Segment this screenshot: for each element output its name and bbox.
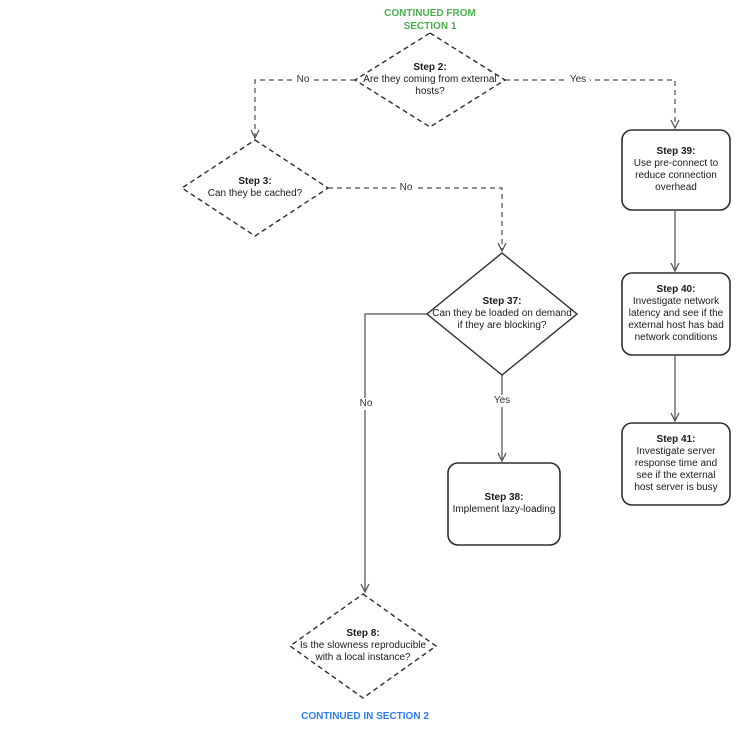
process-shape-step40 xyxy=(621,272,731,356)
arrowhead-step3 xyxy=(250,129,260,140)
edge-label-step37-yes: Yes xyxy=(489,395,515,407)
edge-label-step37-no: No xyxy=(355,398,377,410)
arrowhead-step37 xyxy=(497,242,507,253)
edge-step3-no-line xyxy=(328,187,503,249)
arrowhead-step41 xyxy=(670,412,680,423)
decision-shape-step37 xyxy=(425,252,579,376)
edge-label-step2-no: No xyxy=(292,74,314,86)
edge-step37-no-line xyxy=(364,313,427,590)
process-shape-step41 xyxy=(621,422,731,506)
arrowhead-step40 xyxy=(670,262,680,273)
edge-step2-yes-line xyxy=(505,79,676,126)
process-shape-step38 xyxy=(447,462,561,546)
continued-in-label: CONTINUED IN SECTION 2 xyxy=(301,711,429,722)
decision-shape-step2 xyxy=(353,32,507,128)
process-shape-step39 xyxy=(621,129,731,211)
arrowhead-step8 xyxy=(360,583,370,594)
continued-from-label: CONTINUED FROM SECTION 1 xyxy=(384,8,476,32)
decision-shape-step3 xyxy=(180,139,330,237)
edge-label-step3-no: No xyxy=(395,182,417,194)
arrowhead-step39 xyxy=(670,119,680,130)
decision-shape-step8 xyxy=(288,593,438,699)
edge-label-step2-yes: Yes xyxy=(565,74,591,86)
edge-step2-no-line xyxy=(254,79,355,136)
arrowhead-step38 xyxy=(497,452,507,463)
